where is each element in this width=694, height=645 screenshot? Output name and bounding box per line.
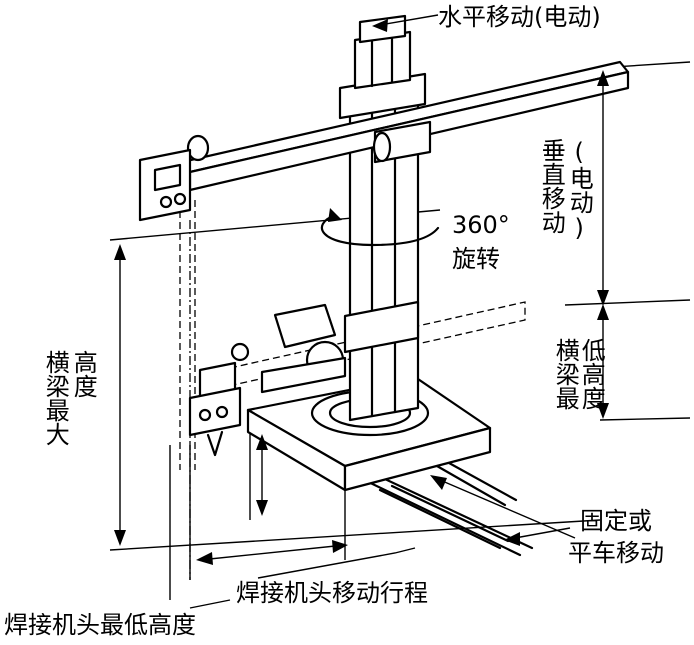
label-beam-min-height-2: 低高度: [577, 338, 606, 410]
label-vertical-move-1: 垂直移动: [537, 138, 566, 234]
label-horizontal-move: 水平移动(电动): [438, 3, 601, 31]
label-rotation-text: 旋转: [452, 245, 500, 273]
label-head-travel: 焊接机头移动行程: [236, 579, 428, 607]
label-beam-max-height-2: 高度: [69, 350, 98, 398]
label-beam-max-height-1: 横梁最大: [41, 350, 70, 446]
welding-head-low: [188, 303, 347, 457]
label-rotation-value: 360°: [452, 211, 510, 239]
ground-rails: [358, 456, 534, 557]
rotation-arrow: [320, 208, 440, 247]
label-vertical-move-2: (电动): [565, 138, 594, 242]
label-beam-min-height-1: 横梁最: [551, 338, 580, 410]
horizontal-beam: [138, 60, 630, 222]
label-fixed-or-cart-2: 平车移动: [568, 539, 664, 567]
vertical-column: [338, 14, 427, 422]
label-fixed-or-cart-1: 固定或: [580, 507, 652, 535]
label-head-min-height: 焊接机头最低高度: [4, 611, 196, 639]
dimension-arrows: [114, 14, 609, 609]
